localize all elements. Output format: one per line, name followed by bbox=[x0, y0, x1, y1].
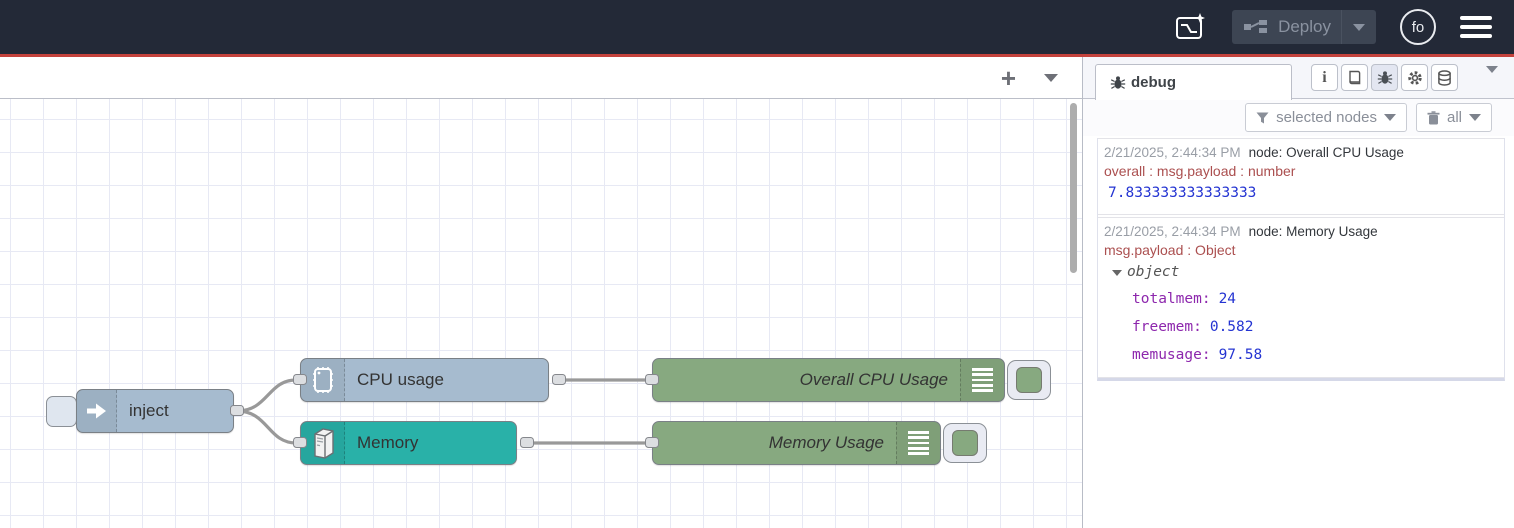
message-node-name: node: Memory Usage bbox=[1248, 224, 1378, 239]
flow-list-chevron-icon[interactable] bbox=[1044, 73, 1058, 82]
message-node-name: node: Overall CPU Usage bbox=[1248, 145, 1404, 160]
funnel-icon bbox=[1256, 112, 1269, 123]
flow-export-icon[interactable] bbox=[1174, 12, 1208, 42]
canvas-vertical-scrollbar[interactable] bbox=[1070, 103, 1077, 273]
help-tab-button[interactable] bbox=[1341, 64, 1368, 91]
trash-icon bbox=[1427, 110, 1440, 124]
port-cpu-input[interactable] bbox=[293, 374, 307, 385]
debug-tab-button[interactable] bbox=[1371, 64, 1398, 91]
tab-debug[interactable]: debug bbox=[1095, 64, 1292, 100]
inject-trigger-button[interactable] bbox=[46, 396, 77, 427]
debug-enable-toggle[interactable] bbox=[1007, 360, 1051, 400]
sidebar-options-chevron-icon[interactable] bbox=[1486, 66, 1498, 91]
message-meta: overall : msg.payload : number bbox=[1104, 163, 1296, 179]
info-icon: i bbox=[1322, 68, 1327, 86]
config-tab-button[interactable] bbox=[1401, 64, 1428, 91]
node-label: inject bbox=[129, 401, 169, 420]
node-label: Memory bbox=[357, 433, 419, 452]
tree-collapse-icon bbox=[1112, 269, 1122, 276]
bug-icon bbox=[1377, 71, 1392, 84]
node-memory[interactable]: Memory bbox=[300, 421, 517, 465]
deploy-button[interactable]: Deploy bbox=[1232, 10, 1376, 44]
debug-message[interactable]: 2/21/2025, 2:44:34 PM node: Overall CPU U… bbox=[1098, 138, 1504, 215]
flow-workspace[interactable]: inject CPU usage bbox=[0, 99, 1082, 528]
port-memory-input[interactable] bbox=[293, 437, 307, 448]
sidebar-icon-buttons: i bbox=[1311, 64, 1458, 91]
flow-canvas-column: + bbox=[0, 57, 1083, 528]
debug-enable-toggle[interactable] bbox=[943, 423, 987, 463]
node-debug-memory-usage[interactable]: Memory Usage bbox=[652, 421, 941, 465]
filter-nodes-button[interactable]: selected nodes bbox=[1245, 103, 1407, 132]
object-label: object bbox=[1127, 264, 1180, 280]
port-cpu-output[interactable] bbox=[552, 374, 566, 385]
property-value: 0.582 bbox=[1209, 319, 1254, 335]
avatar-initials: fo bbox=[1411, 18, 1425, 36]
debug-list-icon bbox=[960, 359, 1004, 401]
flow-wires bbox=[236, 378, 648, 445]
property-key: totalmem: bbox=[1132, 291, 1211, 307]
deploy-label: Deploy bbox=[1278, 17, 1331, 36]
gear-icon bbox=[1407, 70, 1422, 85]
port-inject-output[interactable] bbox=[230, 405, 244, 416]
property-key: memusage: bbox=[1132, 347, 1211, 363]
sidebar-tab-bar: debug i bbox=[1083, 57, 1514, 100]
add-flow-button[interactable]: + bbox=[1000, 62, 1016, 93]
node-inject[interactable]: inject bbox=[76, 389, 234, 433]
tab-label: debug bbox=[1131, 74, 1176, 91]
chevron-down-icon bbox=[1353, 23, 1365, 31]
object-expand-row[interactable]: object bbox=[1104, 260, 1498, 285]
info-tab-button[interactable]: i bbox=[1311, 64, 1338, 91]
debug-list-icon bbox=[896, 422, 940, 464]
cpu-chip-icon bbox=[301, 359, 345, 401]
computer-tower-icon bbox=[301, 422, 345, 464]
database-icon bbox=[1438, 69, 1451, 86]
filter-label: selected nodes bbox=[1276, 109, 1377, 126]
deploy-options-button[interactable] bbox=[1341, 10, 1376, 44]
debug-message-list[interactable]: 2/21/2025, 2:44:34 PM node: Overall CPU U… bbox=[1097, 138, 1505, 381]
node-label: Memory Usage bbox=[768, 433, 884, 452]
chevron-down-icon bbox=[1383, 114, 1396, 121]
object-property: totalmem: 24 bbox=[1104, 285, 1498, 313]
flow-tab-bar: + bbox=[0, 57, 1082, 99]
node-debug-overall-cpu[interactable]: Overall CPU Usage bbox=[652, 358, 1005, 402]
header-accent-line bbox=[0, 54, 1514, 57]
header-bar: Deploy fo bbox=[0, 0, 1514, 54]
message-timestamp: 2/21/2025, 2:44:34 PM bbox=[1104, 224, 1241, 239]
node-label: CPU usage bbox=[357, 370, 444, 389]
clear-messages-button[interactable]: all bbox=[1415, 103, 1492, 132]
clear-label: all bbox=[1446, 109, 1462, 126]
port-memory-output[interactable] bbox=[520, 437, 534, 448]
chevron-down-icon bbox=[1469, 114, 1481, 121]
bug-icon bbox=[1110, 76, 1126, 89]
deploy-icon bbox=[1244, 19, 1268, 35]
object-property: freemem: 0.582 bbox=[1104, 313, 1498, 341]
menu-icon[interactable] bbox=[1460, 16, 1492, 38]
debug-filter-row: selected nodes all bbox=[1083, 99, 1514, 136]
property-value: 24 bbox=[1218, 291, 1237, 307]
port-overall-cpu-input[interactable] bbox=[645, 374, 659, 385]
port-memory-usage-input[interactable] bbox=[645, 437, 659, 448]
property-key: freemem: bbox=[1132, 319, 1202, 335]
debug-sidebar: debug i bbox=[1083, 57, 1514, 528]
object-property: memusage: 97.58 bbox=[1104, 341, 1498, 369]
node-cpu-usage[interactable]: CPU usage bbox=[300, 358, 549, 402]
message-meta: msg.payload : Object bbox=[1104, 242, 1236, 258]
book-icon bbox=[1349, 70, 1361, 85]
property-value: 97.58 bbox=[1218, 347, 1263, 363]
inject-arrow-icon bbox=[77, 390, 117, 432]
message-value: 7.833333333333333 bbox=[1108, 185, 1257, 201]
context-tab-button[interactable] bbox=[1431, 64, 1458, 91]
node-label: Overall CPU Usage bbox=[799, 370, 948, 389]
user-avatar[interactable]: fo bbox=[1400, 9, 1436, 45]
message-timestamp: 2/21/2025, 2:44:34 PM bbox=[1104, 145, 1241, 160]
